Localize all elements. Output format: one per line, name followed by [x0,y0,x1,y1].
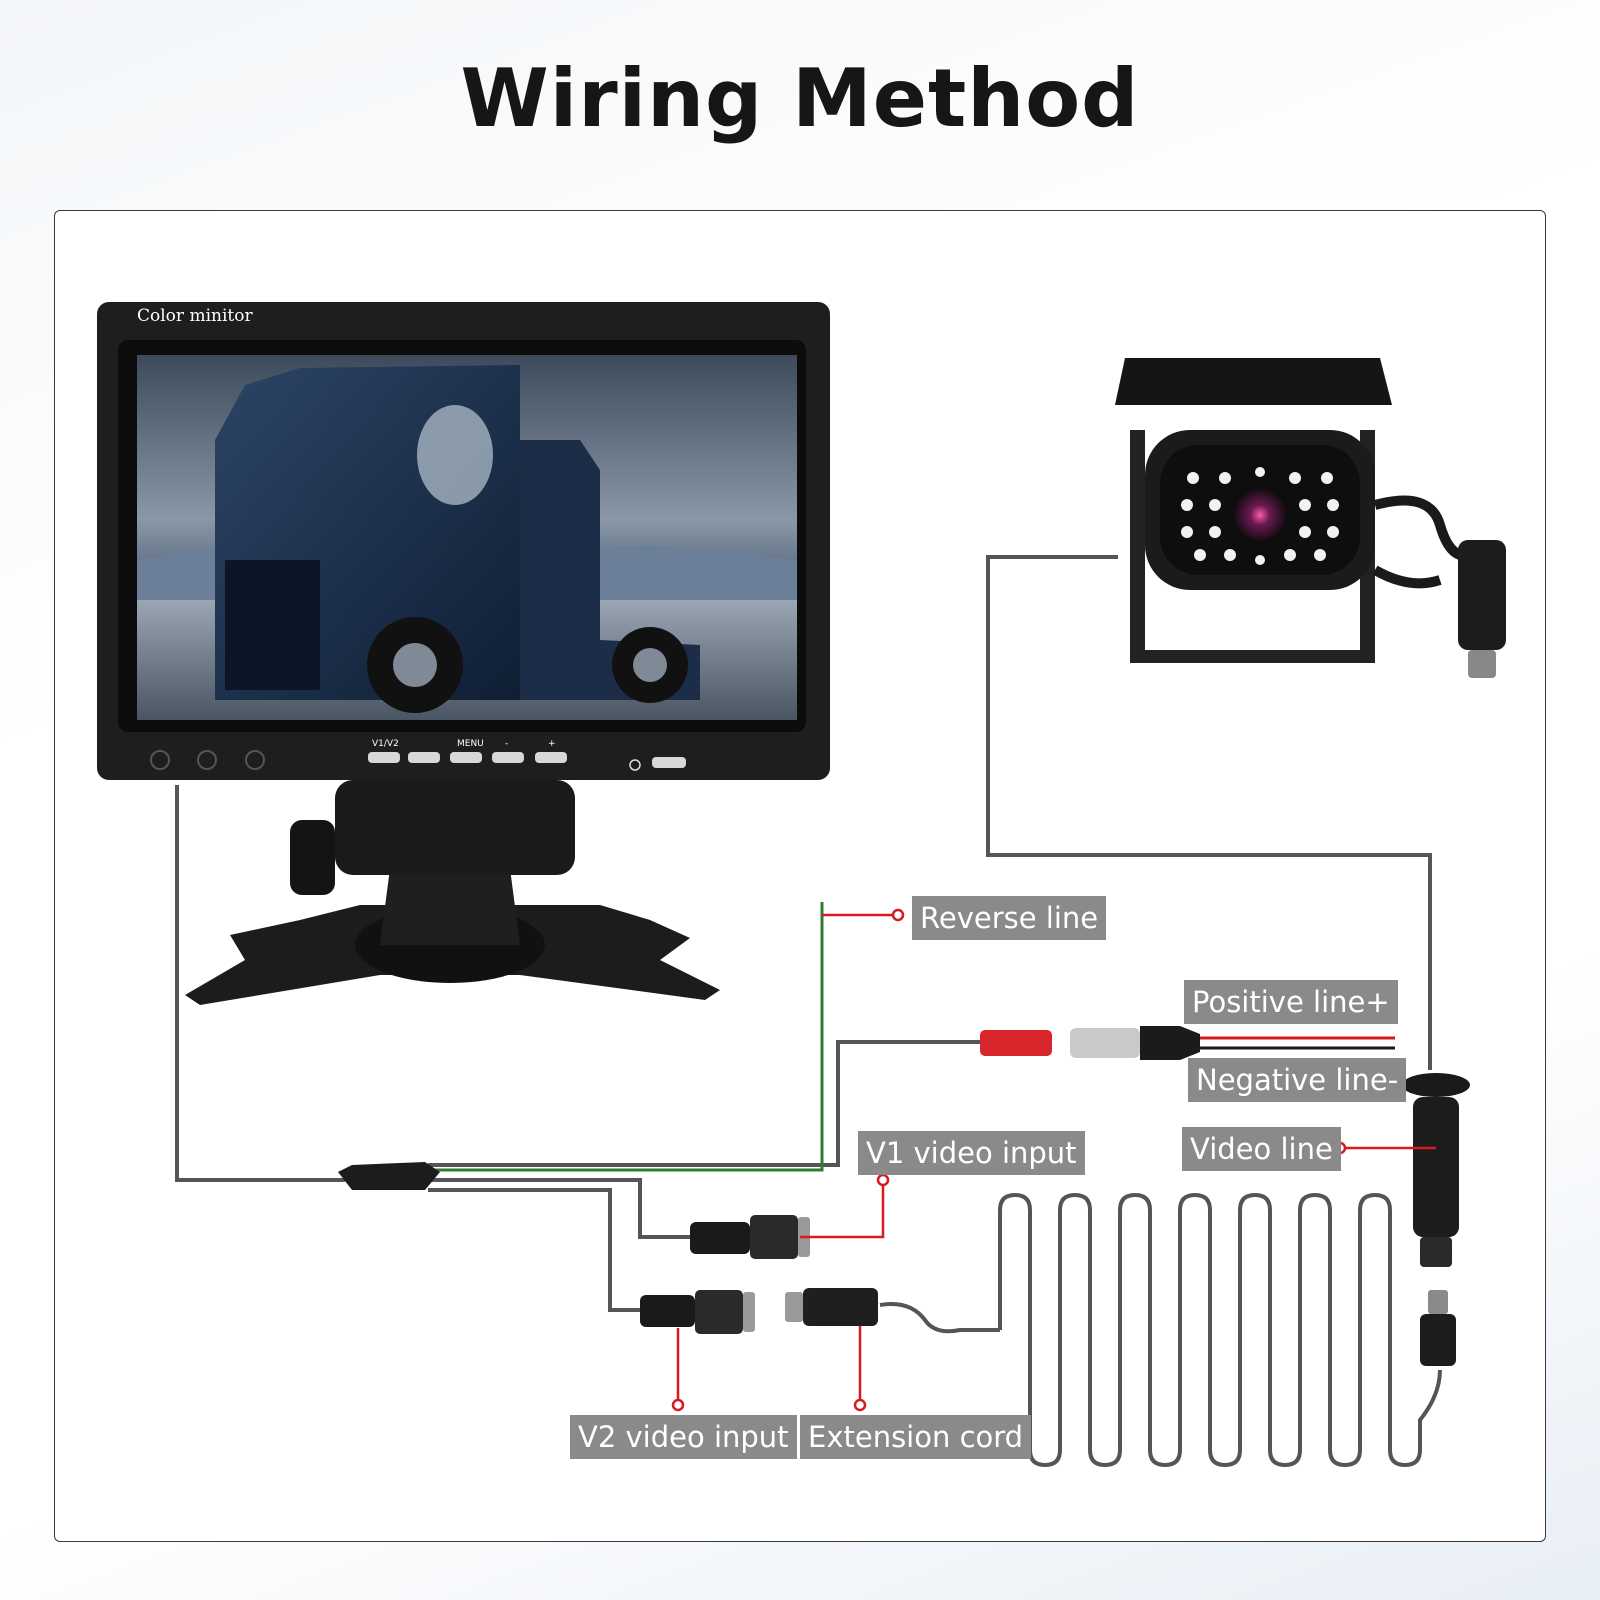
monitor-btn-v1v2-label: V1/V2 [372,739,399,749]
video-line-connector [1402,1073,1470,1366]
page-title: Wiring Method [460,52,1140,145]
callouts [676,913,1436,1405]
label-reverse-line: Reverse line [912,896,1107,940]
label-v1-video-input: V1 video input [858,1131,1085,1175]
monitor-brand-text: Color minitor [137,306,253,326]
power-connectors [980,1026,1200,1060]
label-negative-line: Negative line- [1188,1058,1407,1102]
rear-camera [1115,358,1506,678]
label-positive-line: Positive line+ [1184,980,1398,1024]
monitor-btn-menu-label: MENU [457,739,484,749]
camera-leds [1181,467,1339,565]
cables [175,555,1442,1468]
monitor-btn-plus-label: + [548,739,556,749]
harness-connector [338,1162,440,1190]
monitor-btn-minus-label: - [505,739,509,749]
monitor-screen [137,355,797,720]
v1-connector [690,1215,810,1259]
reverse-wire [428,902,824,1172]
label-extension-cord: Extension cord [800,1415,1032,1459]
label-v2-video-input: V2 video input [570,1415,797,1459]
monitor [97,302,830,1005]
extension-connector [785,1288,878,1326]
v2-connector [640,1290,755,1334]
label-video-line: Video line [1182,1127,1341,1171]
